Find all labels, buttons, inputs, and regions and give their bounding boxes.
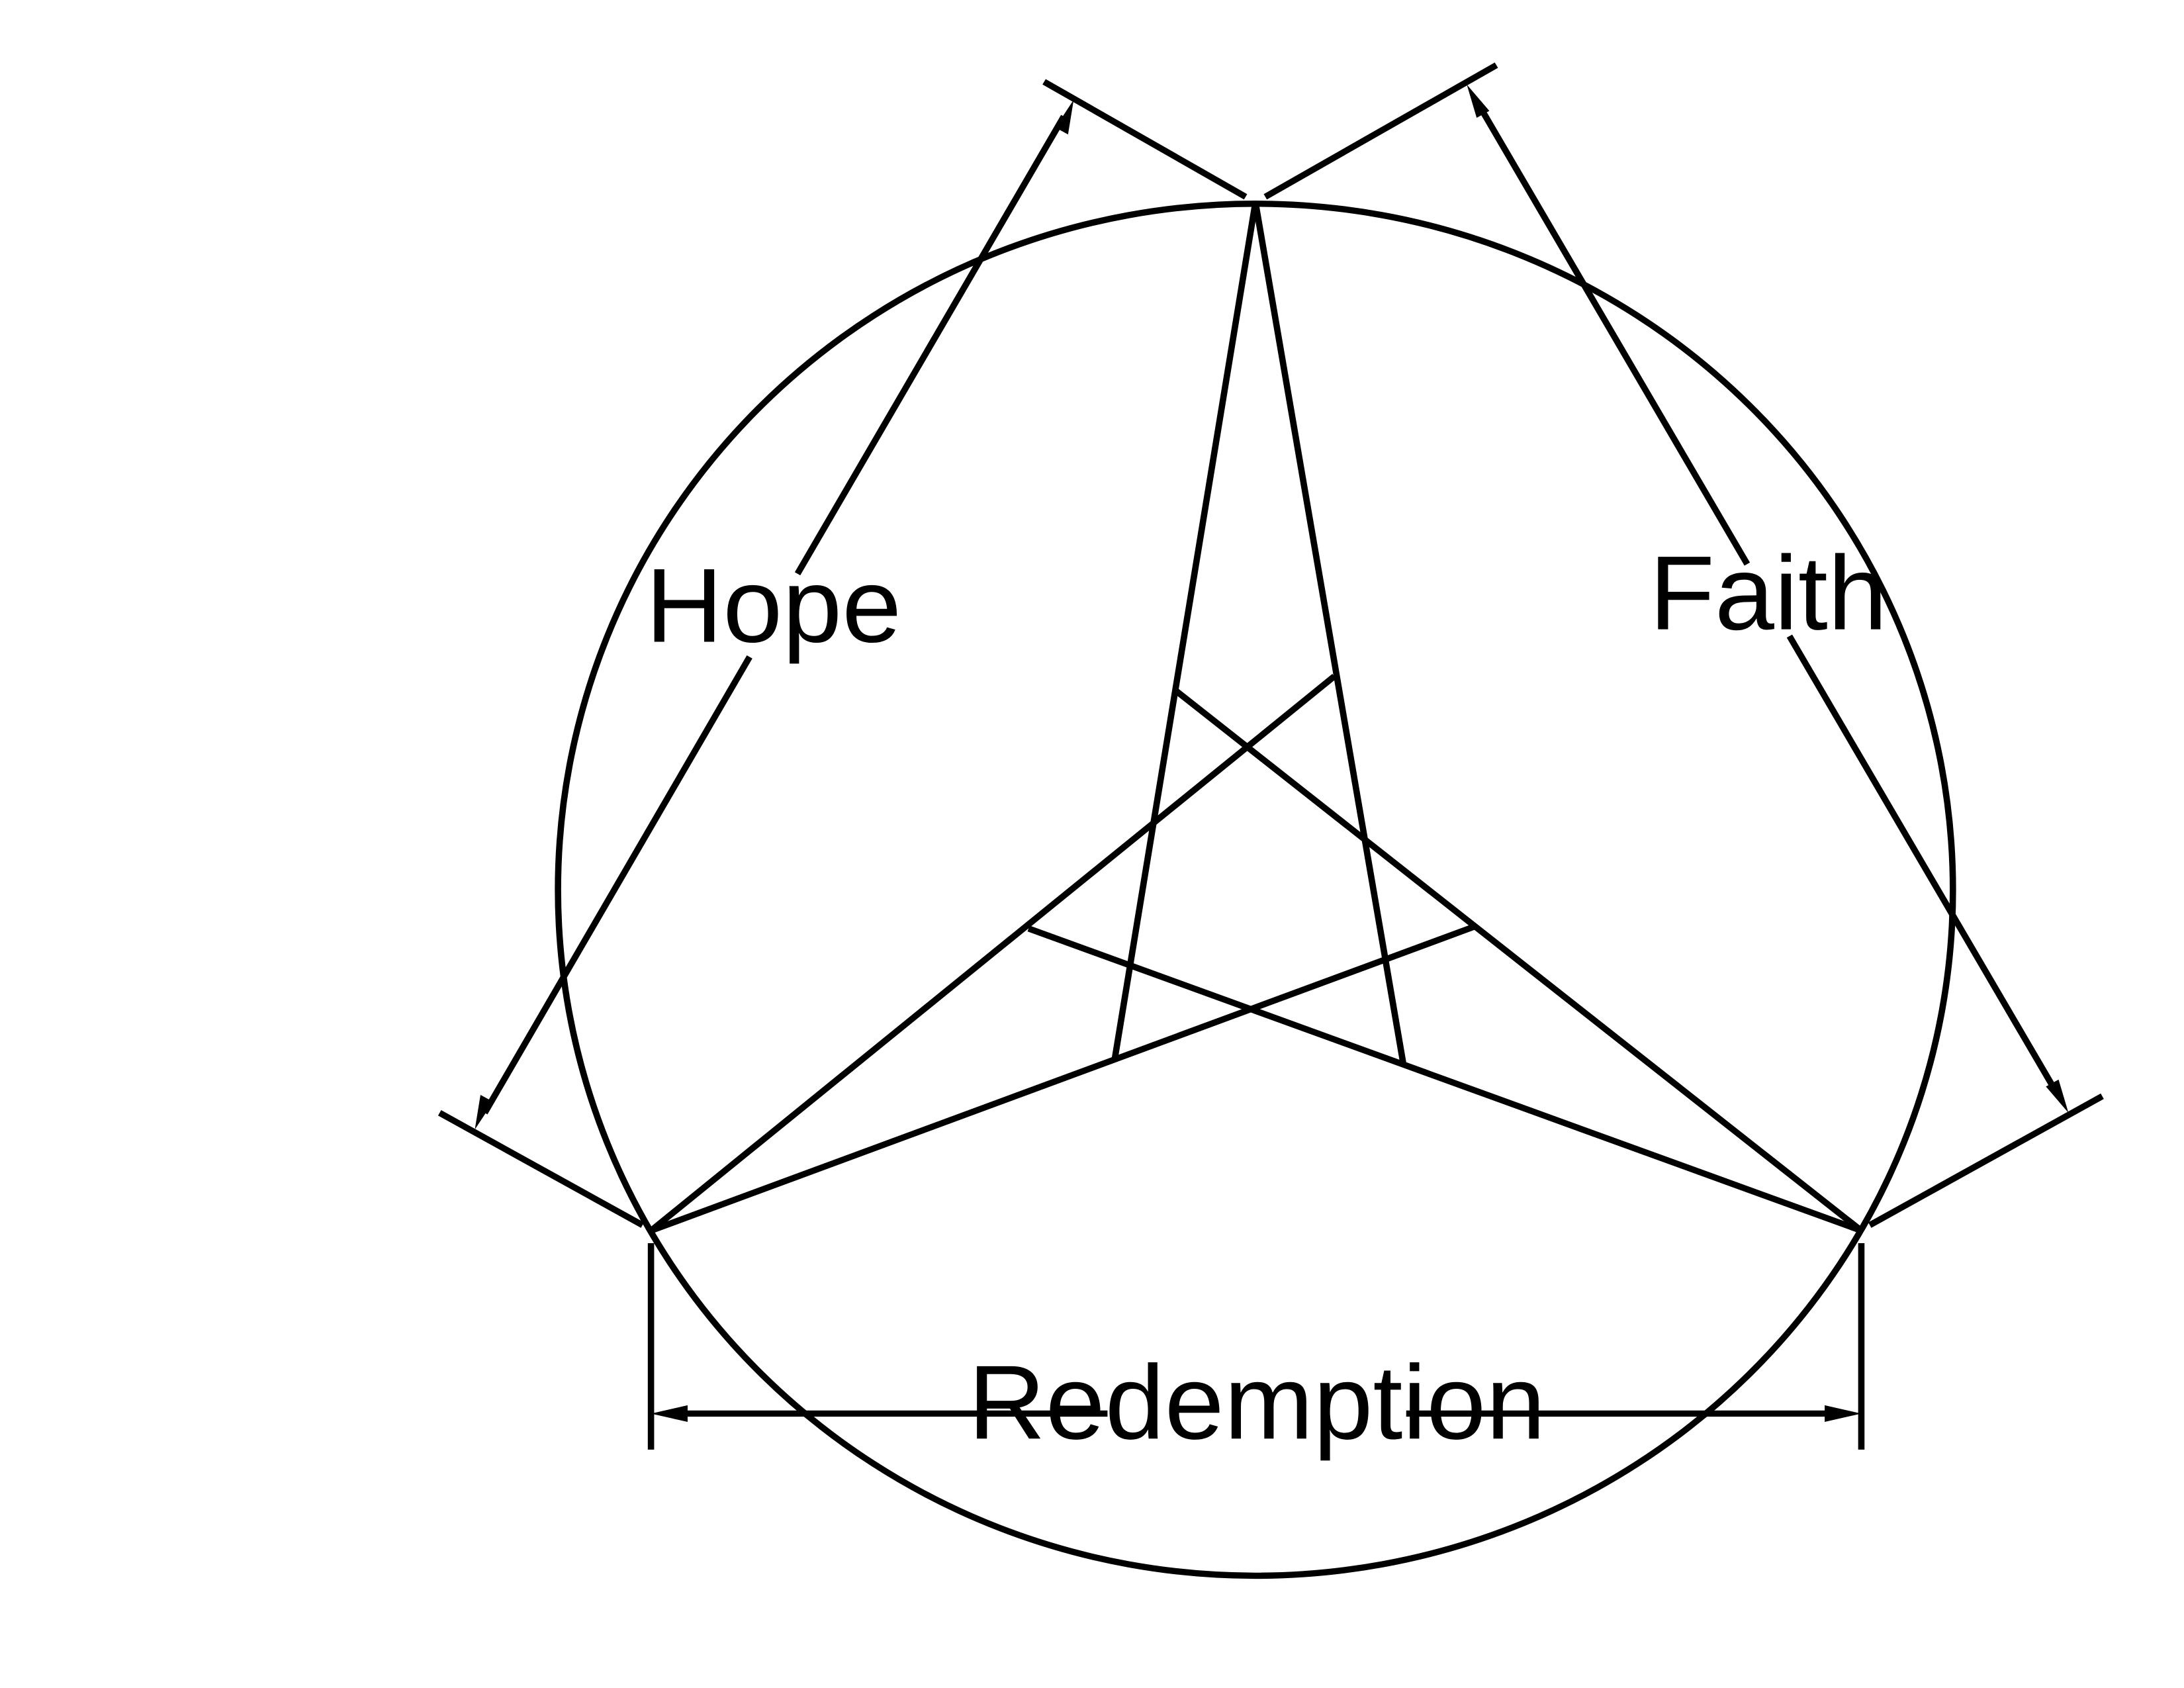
inner-star [649, 201, 1864, 1234]
redemption-dimension: Redemption [651, 1344, 1862, 1462]
hope-arrowhead-bottom [475, 1094, 494, 1130]
star-line-left-up [649, 674, 1337, 1233]
faith-dimension: Faith [1467, 84, 2069, 1113]
redemption-label: Redemption [968, 1344, 1545, 1462]
star-line-top-right [1252, 201, 1407, 1065]
faith-dimension-line-lower [1786, 634, 2062, 1098]
faith-label: Faith [1649, 535, 1888, 652]
extension-line-top-left [1042, 79, 1248, 200]
extension-line-top-right [1263, 62, 1498, 200]
hope-label: Hope [645, 547, 901, 665]
extension-line-lower-left [437, 1110, 645, 1228]
redemption-arrowhead-left [651, 1405, 688, 1423]
faith-arrowhead-top [1467, 84, 1490, 118]
extension-line-lower-right [1868, 1093, 2104, 1228]
faith-dimension-line-upper [1474, 99, 1751, 566]
redemption-arrowhead-right [1825, 1405, 1862, 1423]
extension-lines [437, 62, 2104, 1450]
star-line-right-across [1027, 925, 1863, 1234]
hope-dimension-line-upper [794, 115, 1067, 576]
faith-arrowhead-bottom [2046, 1079, 2069, 1113]
hope-arrowhead-top [1055, 99, 1074, 135]
star-line-top-left [1111, 201, 1259, 1061]
hope-dimension-line-lower [482, 655, 752, 1115]
star-line-left-across [649, 923, 1478, 1234]
hope-dimension: Hope [475, 99, 1074, 1130]
star-line-right-up [1173, 687, 1864, 1233]
